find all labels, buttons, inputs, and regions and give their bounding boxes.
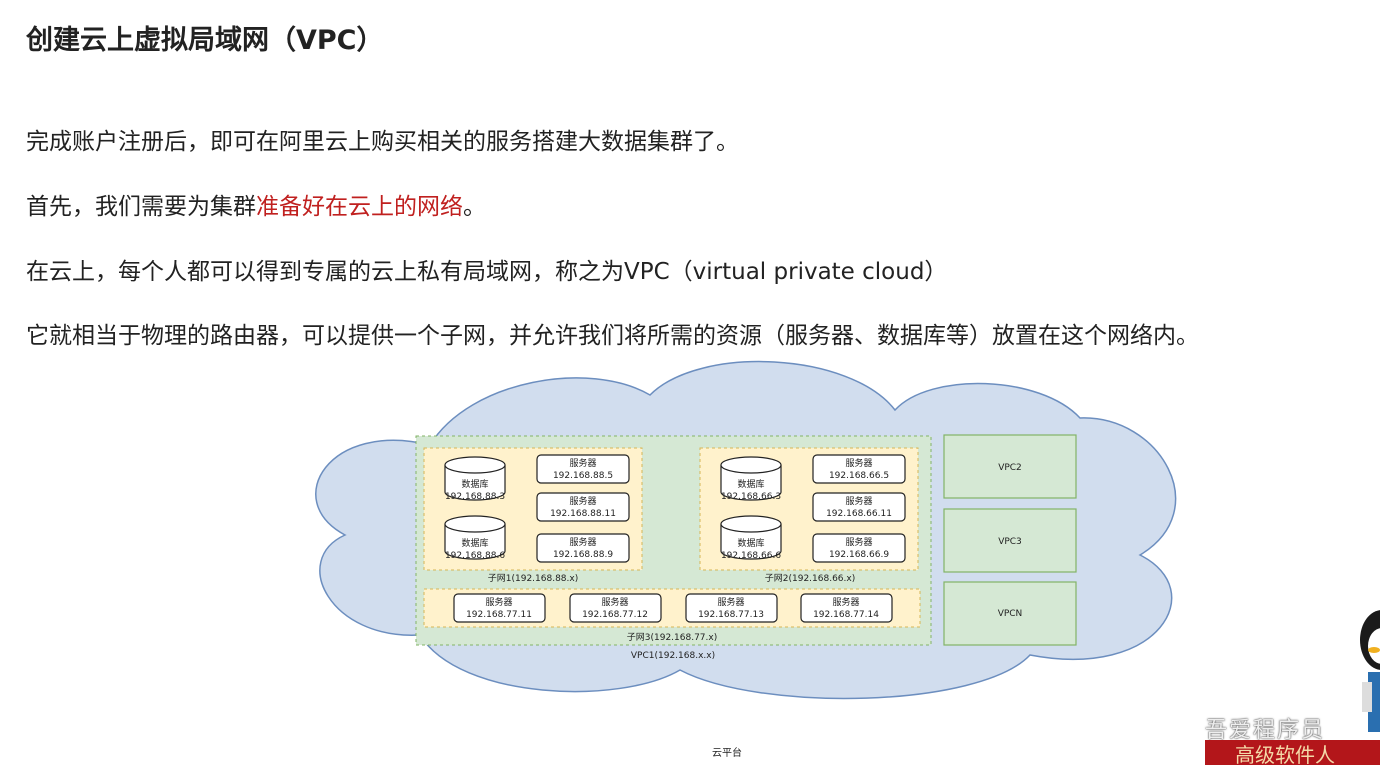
database-ip: 192.168.88.6	[445, 551, 505, 561]
paragraph-vpc-definition: 在云上，每个人都可以得到专属的云上私有局域网，称之为VPC（virtual pr…	[26, 259, 948, 285]
penguin-mascot-icon	[1360, 610, 1380, 732]
database-title: 数据库	[737, 478, 764, 490]
paragraph-router-analogy: 它就相当于物理的路由器，可以提供一个子网，并允许我们将所需的资源（服务器、数据库…	[26, 323, 1199, 349]
subnet1-label: 子网1(192.168.88.x)	[488, 573, 578, 584]
server-88-9: 服务器 192.168.88.9	[536, 533, 630, 563]
server-ip: 192.168.88.11	[550, 509, 616, 519]
p2-text-before: 首先，我们需要为集群	[26, 194, 256, 220]
vpcn-label: VPCN	[998, 609, 1023, 619]
server-ip: 192.168.88.9	[553, 550, 613, 560]
database-66-3: 数据库 192.168.66.3	[720, 456, 782, 502]
p2-text-after: 。	[463, 194, 486, 220]
server-title: 服务器	[832, 596, 859, 608]
server-77-13: 服务器 192.168.77.13	[685, 593, 778, 623]
vpc2-box: VPC2	[943, 434, 1077, 499]
server-66-5: 服务器 192.168.66.5	[812, 454, 906, 484]
server-66-11: 服务器 192.168.66.11	[812, 492, 906, 522]
vpc1-label: VPC1(192.168.x.x)	[631, 651, 715, 661]
server-ip: 192.168.66.11	[826, 509, 892, 519]
server-ip: 192.168.66.5	[829, 471, 889, 481]
server-ip: 192.168.77.13	[698, 610, 764, 620]
server-title: 服务器	[569, 536, 596, 548]
database-ip: 192.168.66.3	[721, 492, 781, 502]
database-title: 数据库	[461, 537, 488, 549]
vpc3-box: VPC3	[943, 508, 1077, 573]
server-ip: 192.168.88.5	[553, 471, 613, 481]
server-77-12: 服务器 192.168.77.12	[569, 593, 662, 623]
server-66-9: 服务器 192.168.66.9	[812, 533, 906, 563]
server-88-11: 服务器 192.168.88.11	[536, 492, 630, 522]
page-title: 创建云上虚拟局域网（VPC）	[26, 25, 384, 56]
server-ip: 192.168.77.12	[582, 610, 648, 620]
database-title: 数据库	[737, 537, 764, 549]
database-ip: 192.168.66.6	[721, 551, 781, 561]
server-88-5: 服务器 192.168.88.5	[536, 454, 630, 484]
cloud-platform-label: 云平台	[712, 746, 742, 759]
server-title: 服务器	[601, 596, 628, 608]
subnet2-label: 子网2(192.168.66.x)	[765, 573, 855, 584]
corner-banner: 高级软件人	[1205, 740, 1380, 765]
server-title: 服务器	[845, 457, 872, 469]
database-88-6: 数据库 192.168.88.6	[444, 515, 506, 561]
server-title: 服务器	[845, 536, 872, 548]
server-ip: 192.168.77.14	[813, 610, 879, 620]
vpc2-label: VPC2	[998, 463, 1022, 473]
database-66-6: 数据库 192.168.66.6	[720, 515, 782, 561]
database-88-3: 数据库 192.168.88.3	[444, 456, 506, 502]
server-ip: 192.168.77.11	[466, 610, 532, 620]
server-77-14: 服务器 192.168.77.14	[800, 593, 893, 623]
paragraph-prepare-network: 首先，我们需要为集群准备好在云上的网络。	[26, 187, 486, 221]
vpc3-label: VPC3	[998, 537, 1022, 547]
server-77-11: 服务器 192.168.77.11	[453, 593, 546, 623]
database-title: 数据库	[461, 478, 488, 490]
server-title: 服务器	[845, 495, 872, 507]
subnet3-label: 子网3(192.168.77.x)	[627, 632, 717, 643]
server-title: 服务器	[569, 457, 596, 469]
server-title: 服务器	[485, 596, 512, 608]
p2-highlight-text: 准备好在云上的网络	[256, 194, 463, 220]
server-title: 服务器	[717, 596, 744, 608]
server-ip: 192.168.66.9	[829, 550, 889, 560]
paragraph-account-registered: 完成账户注册后，即可在阿里云上购买相关的服务搭建大数据集群了。	[26, 129, 739, 155]
vpcn-box: VPCN	[943, 581, 1077, 646]
server-title: 服务器	[569, 495, 596, 507]
database-ip: 192.168.88.3	[445, 492, 505, 502]
watermark-text: 吾爱程序员	[1205, 718, 1326, 743]
